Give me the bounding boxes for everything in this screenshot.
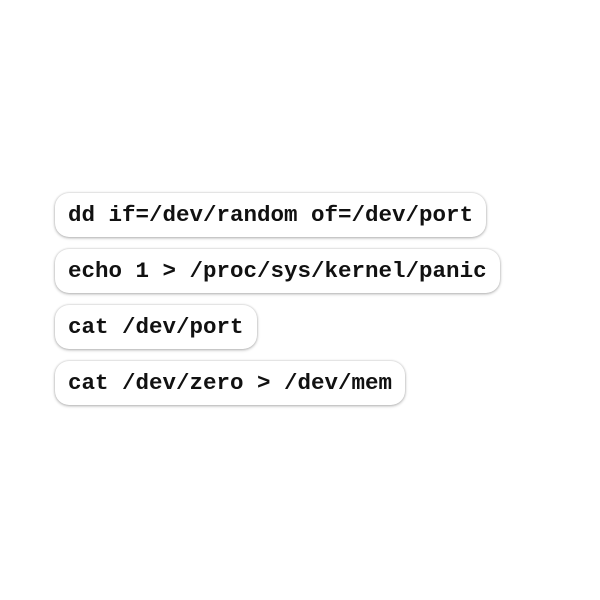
command-line-4: cat /dev/zero > /dev/mem bbox=[55, 361, 406, 405]
command-text-3: cat /dev/port bbox=[68, 313, 244, 340]
command-text-2: echo 1 > /proc/sys/kernel/panic bbox=[68, 257, 487, 284]
command-line-3: cat /dev/port bbox=[55, 305, 257, 349]
command-text-1: dd if=/dev/random of=/dev/port bbox=[68, 201, 474, 228]
command-text-4: cat /dev/zero > /dev/mem bbox=[68, 369, 393, 396]
command-line-1: dd if=/dev/random of=/dev/port bbox=[55, 193, 487, 237]
command-line-2: echo 1 > /proc/sys/kernel/panic bbox=[55, 249, 500, 293]
